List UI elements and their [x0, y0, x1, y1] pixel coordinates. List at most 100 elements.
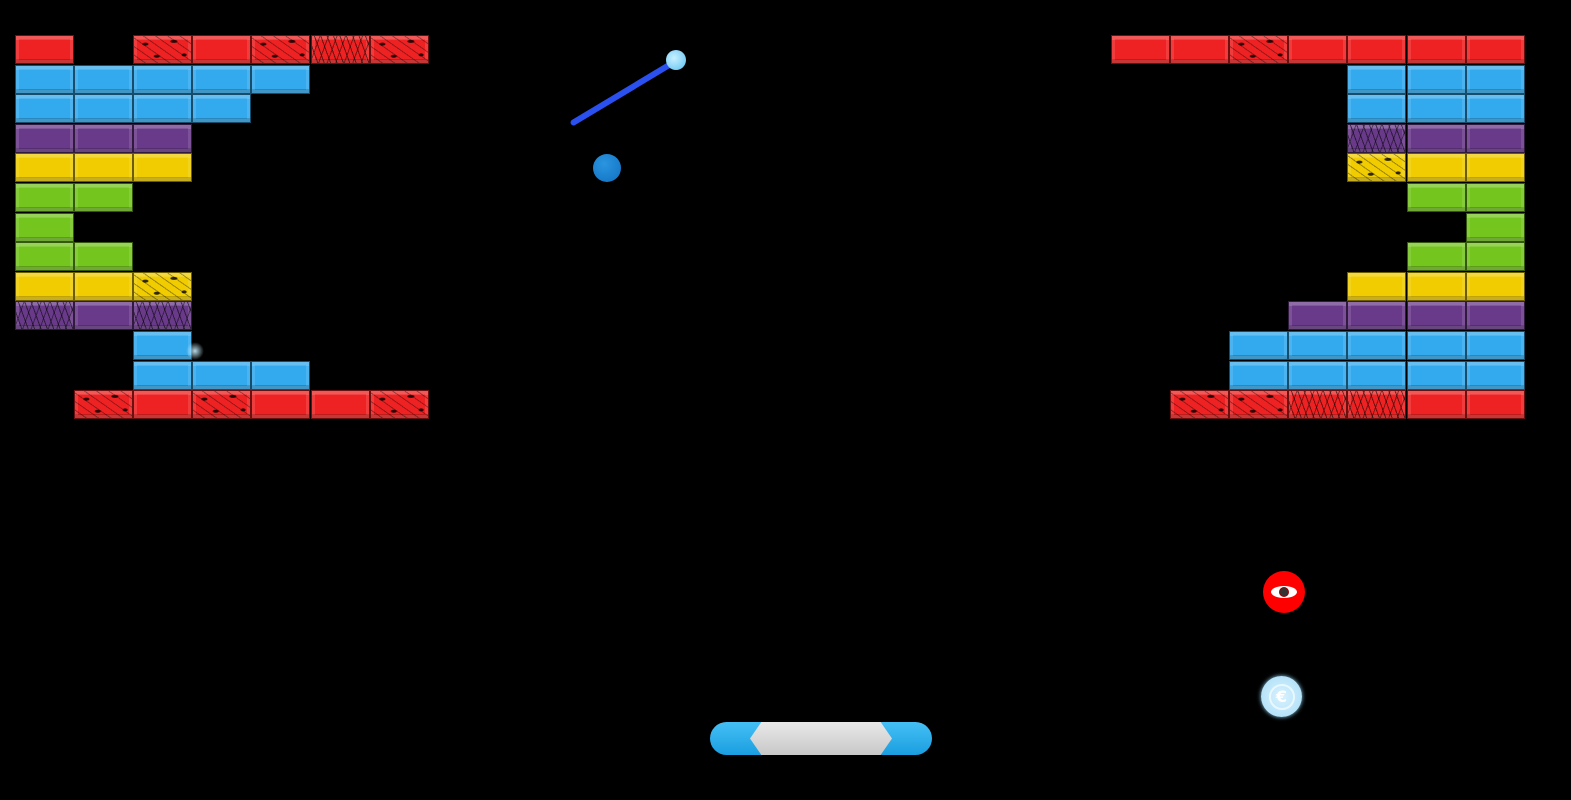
crack-texture: [1171, 391, 1229, 419]
brick: [74, 153, 134, 183]
brick: [1465, 331, 1525, 360]
brick: [74, 94, 134, 124]
crack-texture: [134, 302, 192, 330]
crack-texture: [1230, 36, 1288, 63]
crack-texture: [1230, 391, 1288, 419]
brick: [15, 123, 74, 153]
brick: [1288, 301, 1348, 331]
brick: [192, 35, 252, 64]
crack-texture: [193, 391, 251, 419]
brick-cracked: [133, 301, 193, 331]
paddle-core: [750, 722, 892, 755]
brick: [1347, 360, 1407, 390]
brick-cracked: [1170, 390, 1230, 420]
brick: [1465, 35, 1525, 64]
crack-texture: [311, 36, 369, 63]
brick: [15, 183, 74, 212]
brick: [1406, 360, 1466, 390]
brick-cracked: [1347, 390, 1407, 420]
brick-cracked: [1347, 153, 1407, 183]
brick-cracked: [369, 35, 429, 64]
brick: [133, 390, 193, 420]
crack-texture: [1348, 391, 1406, 419]
brick: [74, 242, 134, 272]
brick: [1229, 331, 1289, 360]
brick: [310, 390, 370, 420]
brick-cracked: [1229, 390, 1289, 420]
brick: [15, 35, 74, 64]
brick: [15, 242, 74, 272]
euro-coin-icon: €: [1268, 683, 1295, 710]
brick: [15, 212, 74, 242]
powerup-eye: [1263, 571, 1305, 613]
brick: [192, 360, 252, 390]
brick: [1111, 35, 1170, 64]
powerup-coin: €: [1261, 676, 1302, 717]
brick: [251, 390, 311, 420]
crack-texture: [134, 36, 192, 63]
brick: [1465, 94, 1525, 124]
brick: [74, 301, 134, 331]
brick: [1465, 212, 1525, 242]
brick: [1406, 153, 1466, 183]
crack-texture: [252, 36, 310, 63]
ball: [593, 154, 621, 182]
brick: [1465, 271, 1525, 301]
brick: [1465, 360, 1525, 390]
crack-texture: [1348, 154, 1406, 182]
brick-cracked: [133, 35, 193, 64]
brick: [133, 123, 193, 153]
brick-cracked: [192, 390, 252, 420]
brick-cracked: [1229, 35, 1289, 64]
brick: [1406, 35, 1466, 64]
eye-icon: [1271, 586, 1297, 598]
brick: [1406, 242, 1466, 272]
brick: [1288, 331, 1348, 360]
brick: [74, 183, 134, 212]
brick: [1465, 183, 1525, 212]
laser-beam-tip: [666, 50, 686, 70]
brick: [1406, 123, 1466, 153]
brick: [1406, 183, 1466, 212]
brick: [192, 64, 252, 94]
brick: [251, 64, 311, 94]
crack-texture: [1348, 124, 1406, 152]
brick: [133, 331, 193, 360]
paddle[interactable]: [710, 722, 932, 755]
brick: [74, 271, 134, 301]
brick: [1406, 271, 1466, 301]
brick-cracked: [1347, 123, 1407, 153]
brick: [1465, 390, 1525, 420]
brick-cracked: [74, 390, 134, 420]
brick: [1465, 242, 1525, 272]
brick: [1406, 301, 1466, 331]
brick-cracked: [1288, 390, 1348, 420]
brick: [133, 153, 193, 183]
brick: [1288, 360, 1348, 390]
brick: [251, 360, 311, 390]
brick: [1347, 301, 1407, 331]
crack-texture: [370, 391, 428, 419]
brick-cracked: [310, 35, 370, 64]
brick: [15, 94, 74, 124]
laser-beam: [569, 58, 678, 127]
brick: [74, 123, 134, 153]
brick: [1347, 271, 1407, 301]
brick: [1406, 94, 1466, 124]
brick: [1406, 390, 1466, 420]
brick: [192, 94, 252, 124]
brick-cracked: [133, 271, 193, 301]
brick: [1406, 331, 1466, 360]
brick: [1406, 64, 1466, 94]
brick: [133, 360, 193, 390]
brick: [15, 271, 74, 301]
crack-texture: [16, 302, 73, 330]
brick: [1229, 360, 1289, 390]
crack-texture: [370, 36, 428, 63]
brick: [1288, 35, 1348, 64]
crack-texture: [134, 272, 192, 300]
crack-texture: [75, 391, 133, 419]
brick: [15, 64, 74, 94]
ball-glow-spark: [186, 342, 204, 360]
